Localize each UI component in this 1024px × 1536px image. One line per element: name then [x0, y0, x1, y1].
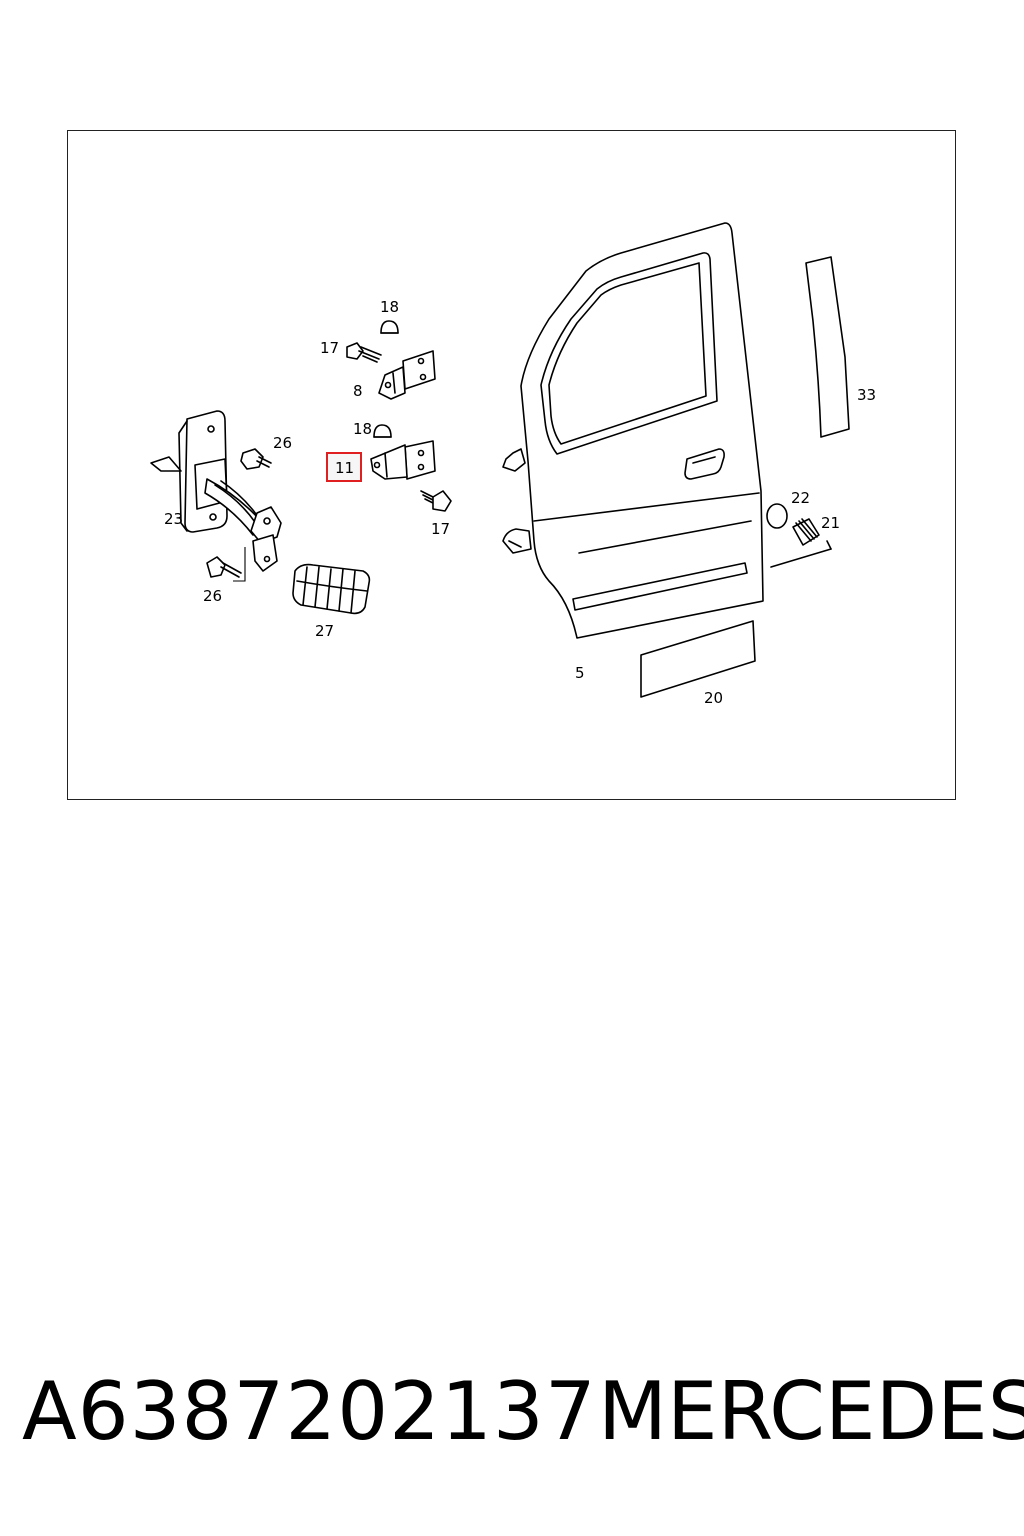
label-18-upper: 18 [380, 298, 399, 316]
upper-hinge-8[interactable] [378, 350, 436, 400]
brand-name: MERCEDES [598, 1365, 1024, 1458]
plate-20[interactable] [640, 620, 756, 698]
door-panel[interactable] [502, 222, 764, 639]
bellows-27[interactable] [292, 563, 371, 615]
highlight-box [326, 452, 362, 482]
bolt-26-lower[interactable] [206, 556, 242, 578]
label-23: 23 [164, 510, 183, 528]
lower-hinge-11[interactable] [370, 440, 436, 480]
label-22: 22 [791, 489, 810, 507]
cap-18-upper[interactable] [380, 320, 399, 334]
part-number: A6387202137 [22, 1365, 597, 1458]
trim-strip-33[interactable] [805, 256, 850, 438]
label-17-lower: 17 [431, 520, 450, 538]
label-8: 8 [353, 382, 363, 400]
bolt-17-lower[interactable] [420, 490, 452, 512]
label-26-upper: 26 [273, 434, 292, 452]
label-21: 21 [821, 514, 840, 532]
parts-diagram: 18 17 8 18 11 17 26 23 26 27 5 20 22 21 … [67, 130, 956, 800]
label-20: 20 [704, 689, 723, 707]
bolt-17-upper[interactable] [346, 342, 382, 363]
label-26-lower: 26 [203, 587, 222, 605]
label-18-lower: 18 [353, 420, 372, 438]
door-check-23[interactable] [150, 410, 282, 582]
cap-18-lower[interactable] [373, 424, 392, 438]
ring-22[interactable] [766, 503, 788, 529]
footer: A6387202137 MERCEDES [0, 1365, 1024, 1475]
bolt-26-upper[interactable] [240, 448, 272, 470]
label-11: 11 [335, 459, 354, 477]
label-5: 5 [575, 664, 585, 682]
label-27: 27 [315, 622, 334, 640]
plug-21[interactable] [770, 518, 832, 568]
label-17-upper: 17 [320, 339, 339, 357]
label-33: 33 [857, 386, 876, 404]
exploded-view: 18 17 8 18 11 17 26 23 26 27 5 20 22 21 … [150, 222, 876, 707]
